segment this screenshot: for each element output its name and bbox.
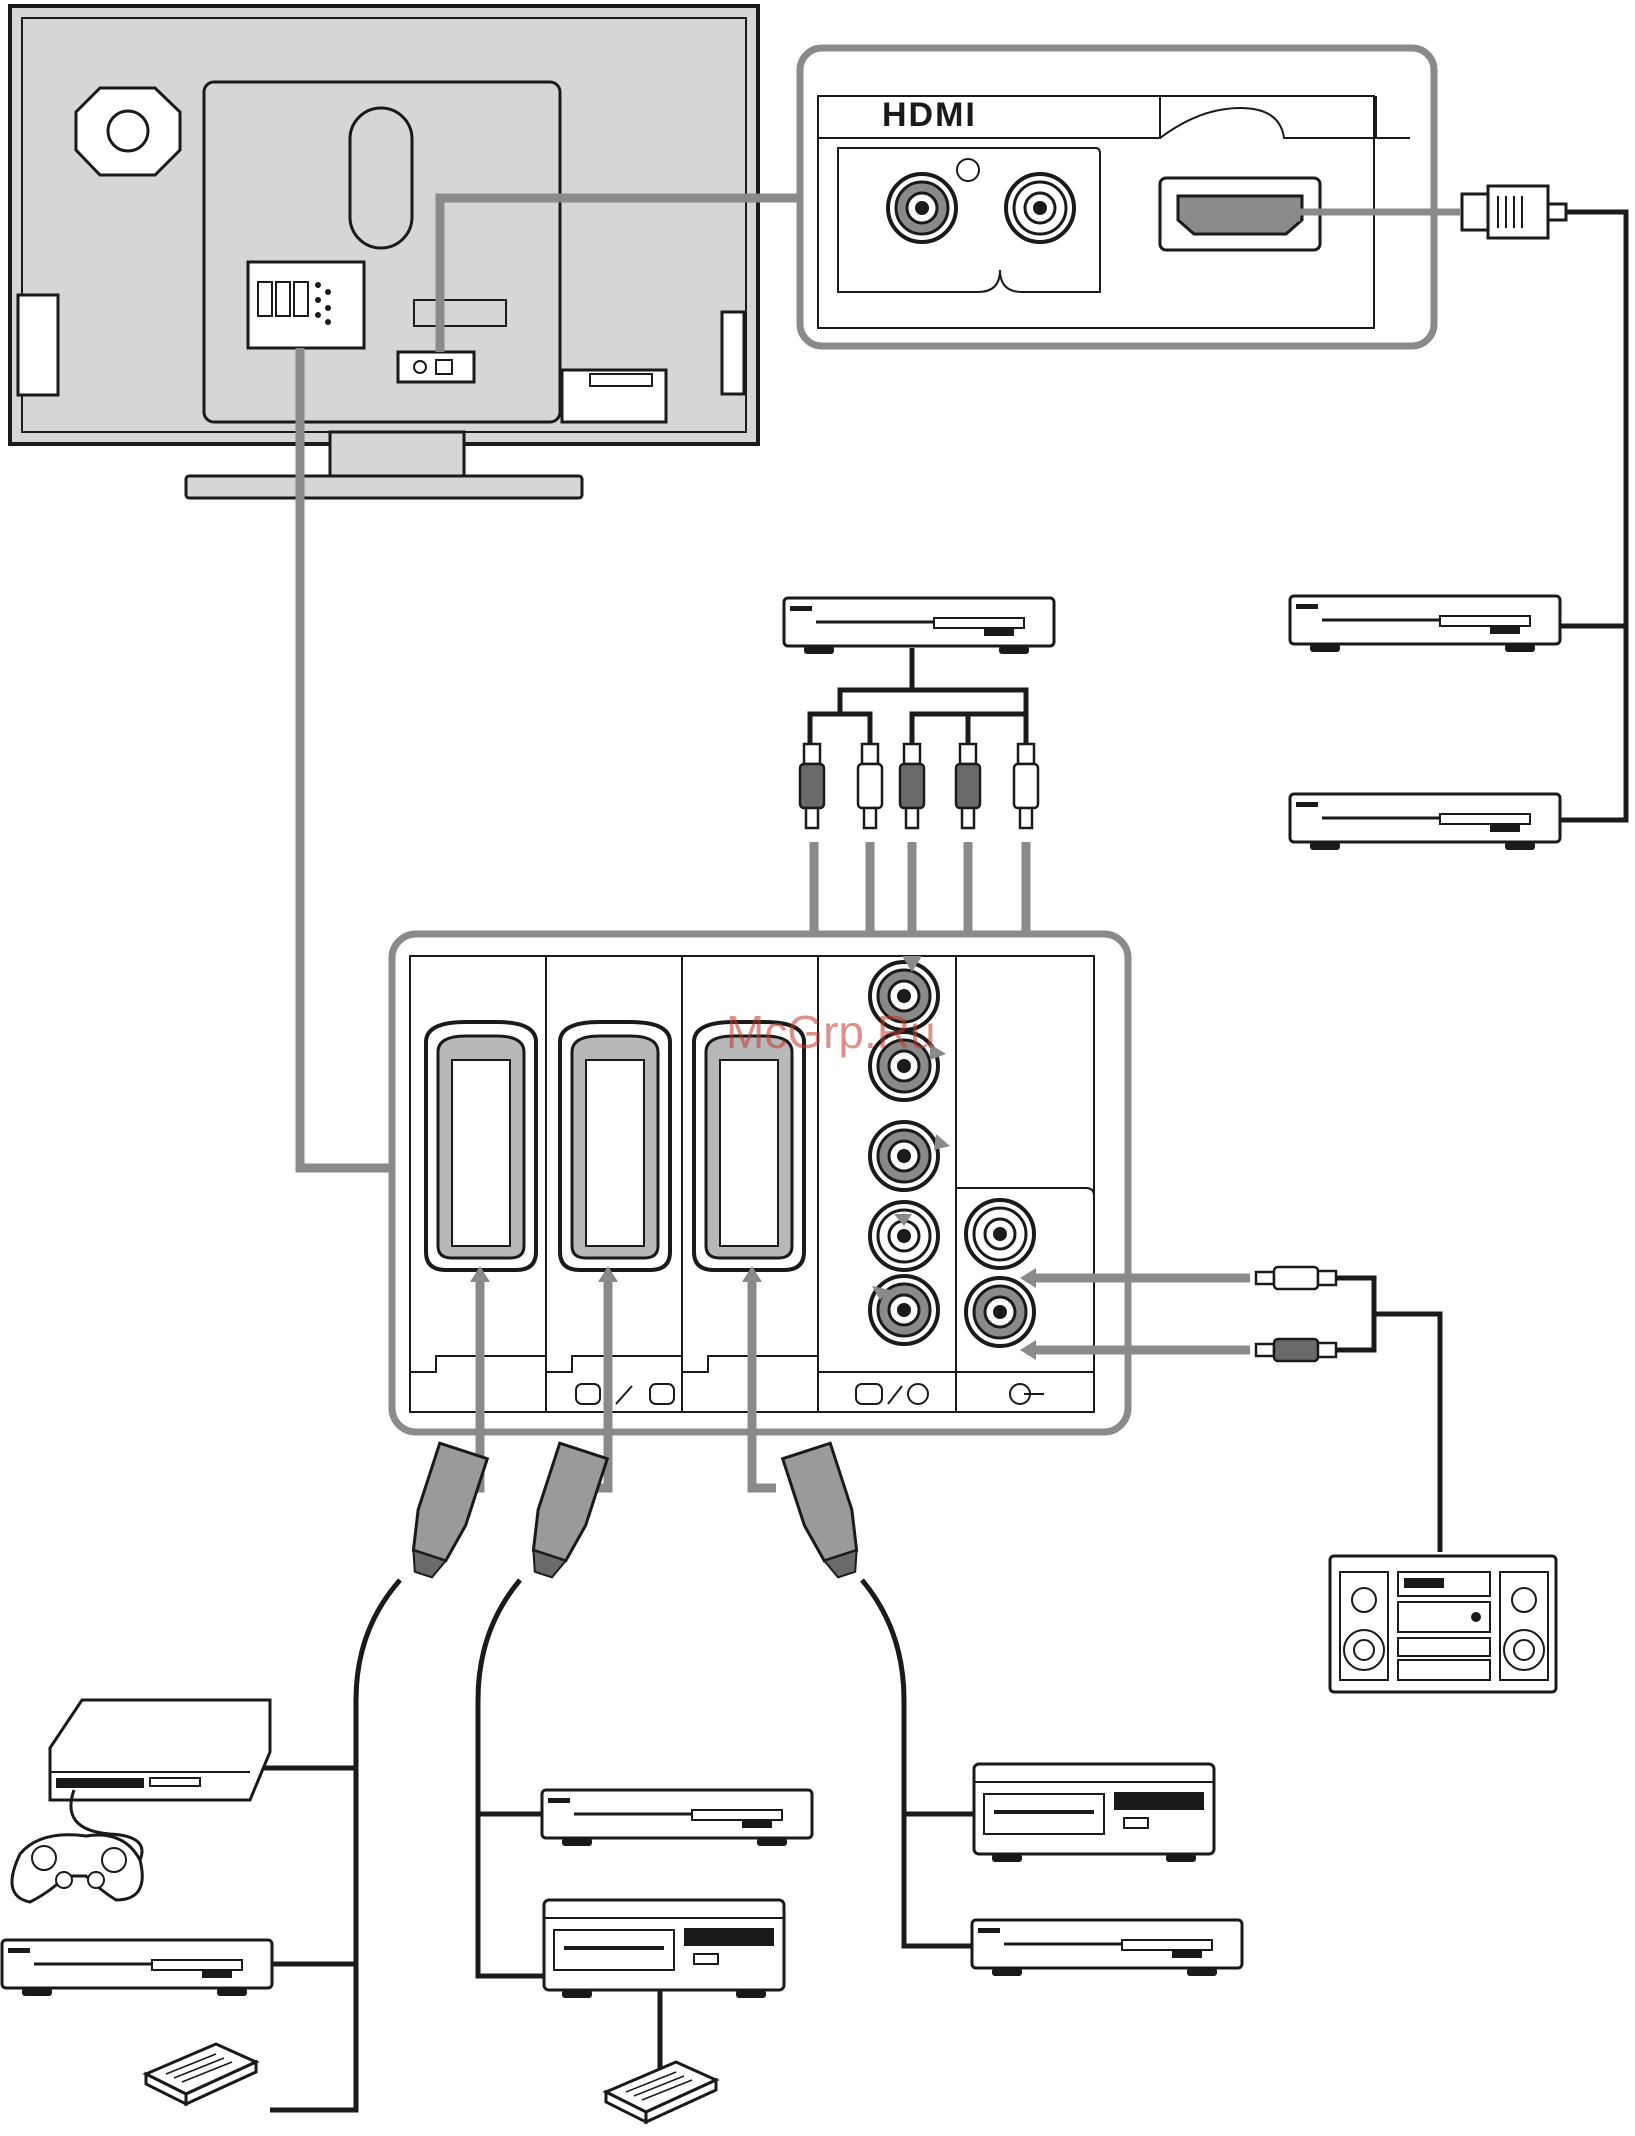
audio-in-jack-white-icon [1006, 174, 1074, 242]
stereo-cable [1374, 1314, 1440, 1552]
scart1-device-cable [270, 1580, 400, 2110]
game-console-icon [50, 1700, 270, 1800]
scart-port-2-icon [560, 1022, 670, 1270]
rca-plug-icon [956, 744, 980, 828]
set-top-box-icon [606, 2062, 716, 2122]
component-cable [810, 714, 870, 744]
scart3-device-cable [862, 1580, 974, 1946]
set-top-box-icon [146, 2044, 256, 2104]
rca-plug-icon [800, 744, 824, 828]
component-pr-jack-icon [870, 1122, 938, 1190]
dvd-player-icon [784, 598, 1054, 654]
audio-out-join [1336, 1278, 1374, 1350]
component-cable [840, 690, 1026, 714]
audio-l-jack-icon [870, 1202, 938, 1270]
dvd-player-icon [2, 1940, 272, 1996]
scart-plug-icon [520, 1443, 608, 1582]
hdmi-plug-icon [1462, 186, 1566, 238]
vcr-icon [974, 1764, 1214, 1862]
audio-out-l-jack-icon [966, 1200, 1034, 1268]
gamepad-icon [12, 1835, 142, 1902]
scart-port-1-icon [426, 1022, 536, 1270]
audio-in-symbol-icon [957, 159, 979, 181]
scart-plug-icon [400, 1443, 488, 1582]
scart2-device-cable [478, 1580, 544, 1976]
rca-plug-icon [900, 744, 924, 828]
audio-out-r-jack-icon [966, 1278, 1034, 1346]
scart-port-3-icon [694, 1022, 804, 1270]
audio-in-jack-red-icon [888, 174, 956, 242]
audio-r-jack-icon [870, 1276, 938, 1344]
hdmi-device-cable [1560, 212, 1626, 820]
scart-plug-icon [783, 1443, 871, 1582]
rca-plug-icon [1256, 1267, 1336, 1289]
rca-plug-icon [858, 744, 882, 828]
hdmi-panel: HDMI [800, 48, 1434, 346]
dvd-player-icon [1290, 596, 1560, 652]
hdmi-logo: HDMI [882, 96, 977, 134]
dvd-player-icon [542, 1790, 812, 1846]
rca-plug-icon [1014, 744, 1038, 828]
stereo-system-icon [1330, 1556, 1556, 1692]
vcr-icon [544, 1900, 784, 1998]
watermark: McGrp.Ru [726, 1006, 936, 1058]
tv-back-icon [10, 6, 758, 498]
dvd-player-icon [1290, 794, 1560, 850]
dvd-player-icon [972, 1920, 1242, 1976]
rca-plug-icon [1256, 1339, 1336, 1361]
